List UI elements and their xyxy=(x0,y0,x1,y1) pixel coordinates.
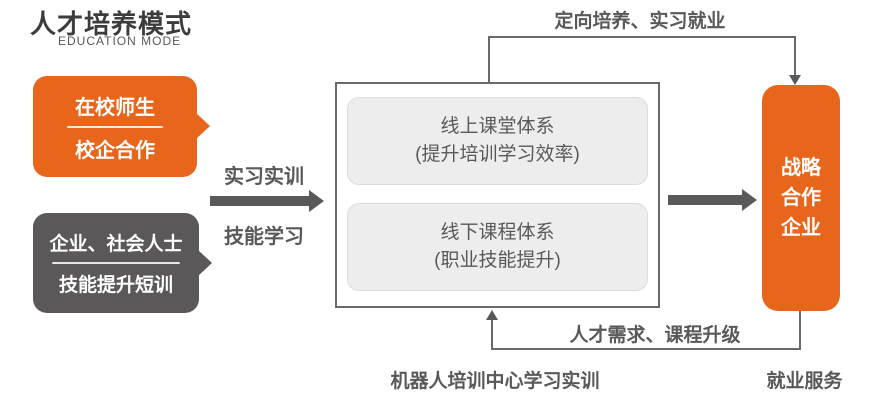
card-subtitle: (职业技能提升) xyxy=(434,250,561,271)
connector-line xyxy=(799,311,801,350)
card-title: 线上课堂体系 xyxy=(440,116,555,138)
card-title: 线下课程体系 xyxy=(440,222,555,244)
callout-enterprise-social: 企业、社会人士 技能提升短训 xyxy=(33,213,212,313)
page-subtitle: EDUCATION MODE xyxy=(58,34,182,48)
training-center-box: 线上课堂体系 (提升培训学习效率) 线下课程体系 (职业技能提升) xyxy=(335,82,660,308)
middle-arrow-label-bottom: 技能学习 xyxy=(224,226,304,248)
connector-line xyxy=(491,320,493,350)
strategy-partner-box: 战略 合作 企业 xyxy=(762,85,840,311)
offline-course-card: 线下课程体系 (职业技能提升) xyxy=(347,203,648,291)
arrow-right-head-icon xyxy=(742,189,757,211)
callout-school-students: 在校师生 校企合作 xyxy=(33,76,210,177)
middle-arrow-label-top: 实习实训 xyxy=(224,166,304,188)
online-course-card: 线上课堂体系 (提升培训学习效率) xyxy=(347,97,648,185)
callout-line: 技能提升短训 xyxy=(58,275,173,296)
strategy-line: 企业 xyxy=(781,217,821,239)
strategy-line: 合作 xyxy=(781,187,821,209)
training-center-caption: 机器人培训中心学习实训 xyxy=(390,371,600,392)
callout-pointer-icon xyxy=(198,250,212,276)
connector-line xyxy=(491,348,801,350)
arrow-right-icon xyxy=(210,196,310,206)
bottom-flow-label: 人才需求、课程升级 xyxy=(569,325,741,346)
employment-service-caption: 就业服务 xyxy=(766,371,843,392)
page-title: 人才培养模式 xyxy=(30,9,193,39)
strategy-line: 战略 xyxy=(781,157,821,179)
arrow-up-icon xyxy=(486,310,498,320)
arrow-right-head-icon xyxy=(309,190,324,212)
callout-pointer-icon xyxy=(196,113,210,139)
callout-line: 在校师生 xyxy=(75,96,155,119)
card-subtitle: (提升培训学习效率) xyxy=(415,144,580,165)
divider xyxy=(52,262,180,264)
connector-line xyxy=(488,36,796,38)
divider xyxy=(67,125,163,128)
arrow-right-icon xyxy=(668,195,743,205)
callout-line: 企业、社会人士 xyxy=(49,234,183,255)
connector-line xyxy=(488,36,490,82)
callout-line: 校企合作 xyxy=(75,139,155,162)
arrow-down-icon xyxy=(789,75,801,85)
top-flow-label: 定向培养、实习就业 xyxy=(554,11,726,32)
connector-line xyxy=(794,36,796,76)
